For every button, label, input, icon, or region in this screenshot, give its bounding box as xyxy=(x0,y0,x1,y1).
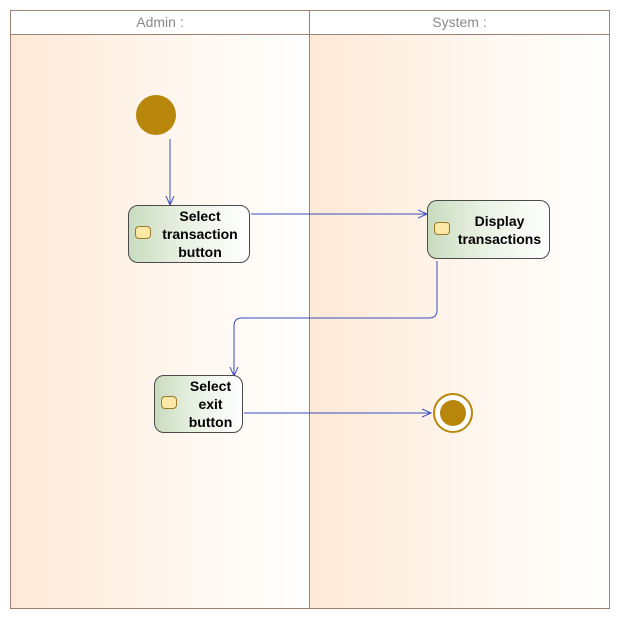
action-icon xyxy=(161,396,177,409)
action-display-transactions[interactable]: Display transactions xyxy=(427,200,550,259)
final-node[interactable] xyxy=(433,393,473,433)
swimlane-admin-header: Admin : xyxy=(11,11,309,35)
initial-node[interactable] xyxy=(136,95,176,135)
action-label: Select exit button xyxy=(188,378,233,430)
flow-display-to-select-exit xyxy=(234,261,438,376)
swimlane-system-header: System : xyxy=(310,11,609,35)
final-node-core xyxy=(440,400,466,426)
swimlane-system: System : xyxy=(309,10,610,609)
action-icon xyxy=(135,226,151,239)
action-select-transaction-button[interactable]: Select transaction button xyxy=(128,205,250,263)
action-select-exit-button[interactable]: Select exit button xyxy=(154,375,243,433)
action-label: Select transaction button xyxy=(162,208,238,260)
action-label: Display transactions xyxy=(457,212,542,247)
action-icon xyxy=(434,221,450,235)
